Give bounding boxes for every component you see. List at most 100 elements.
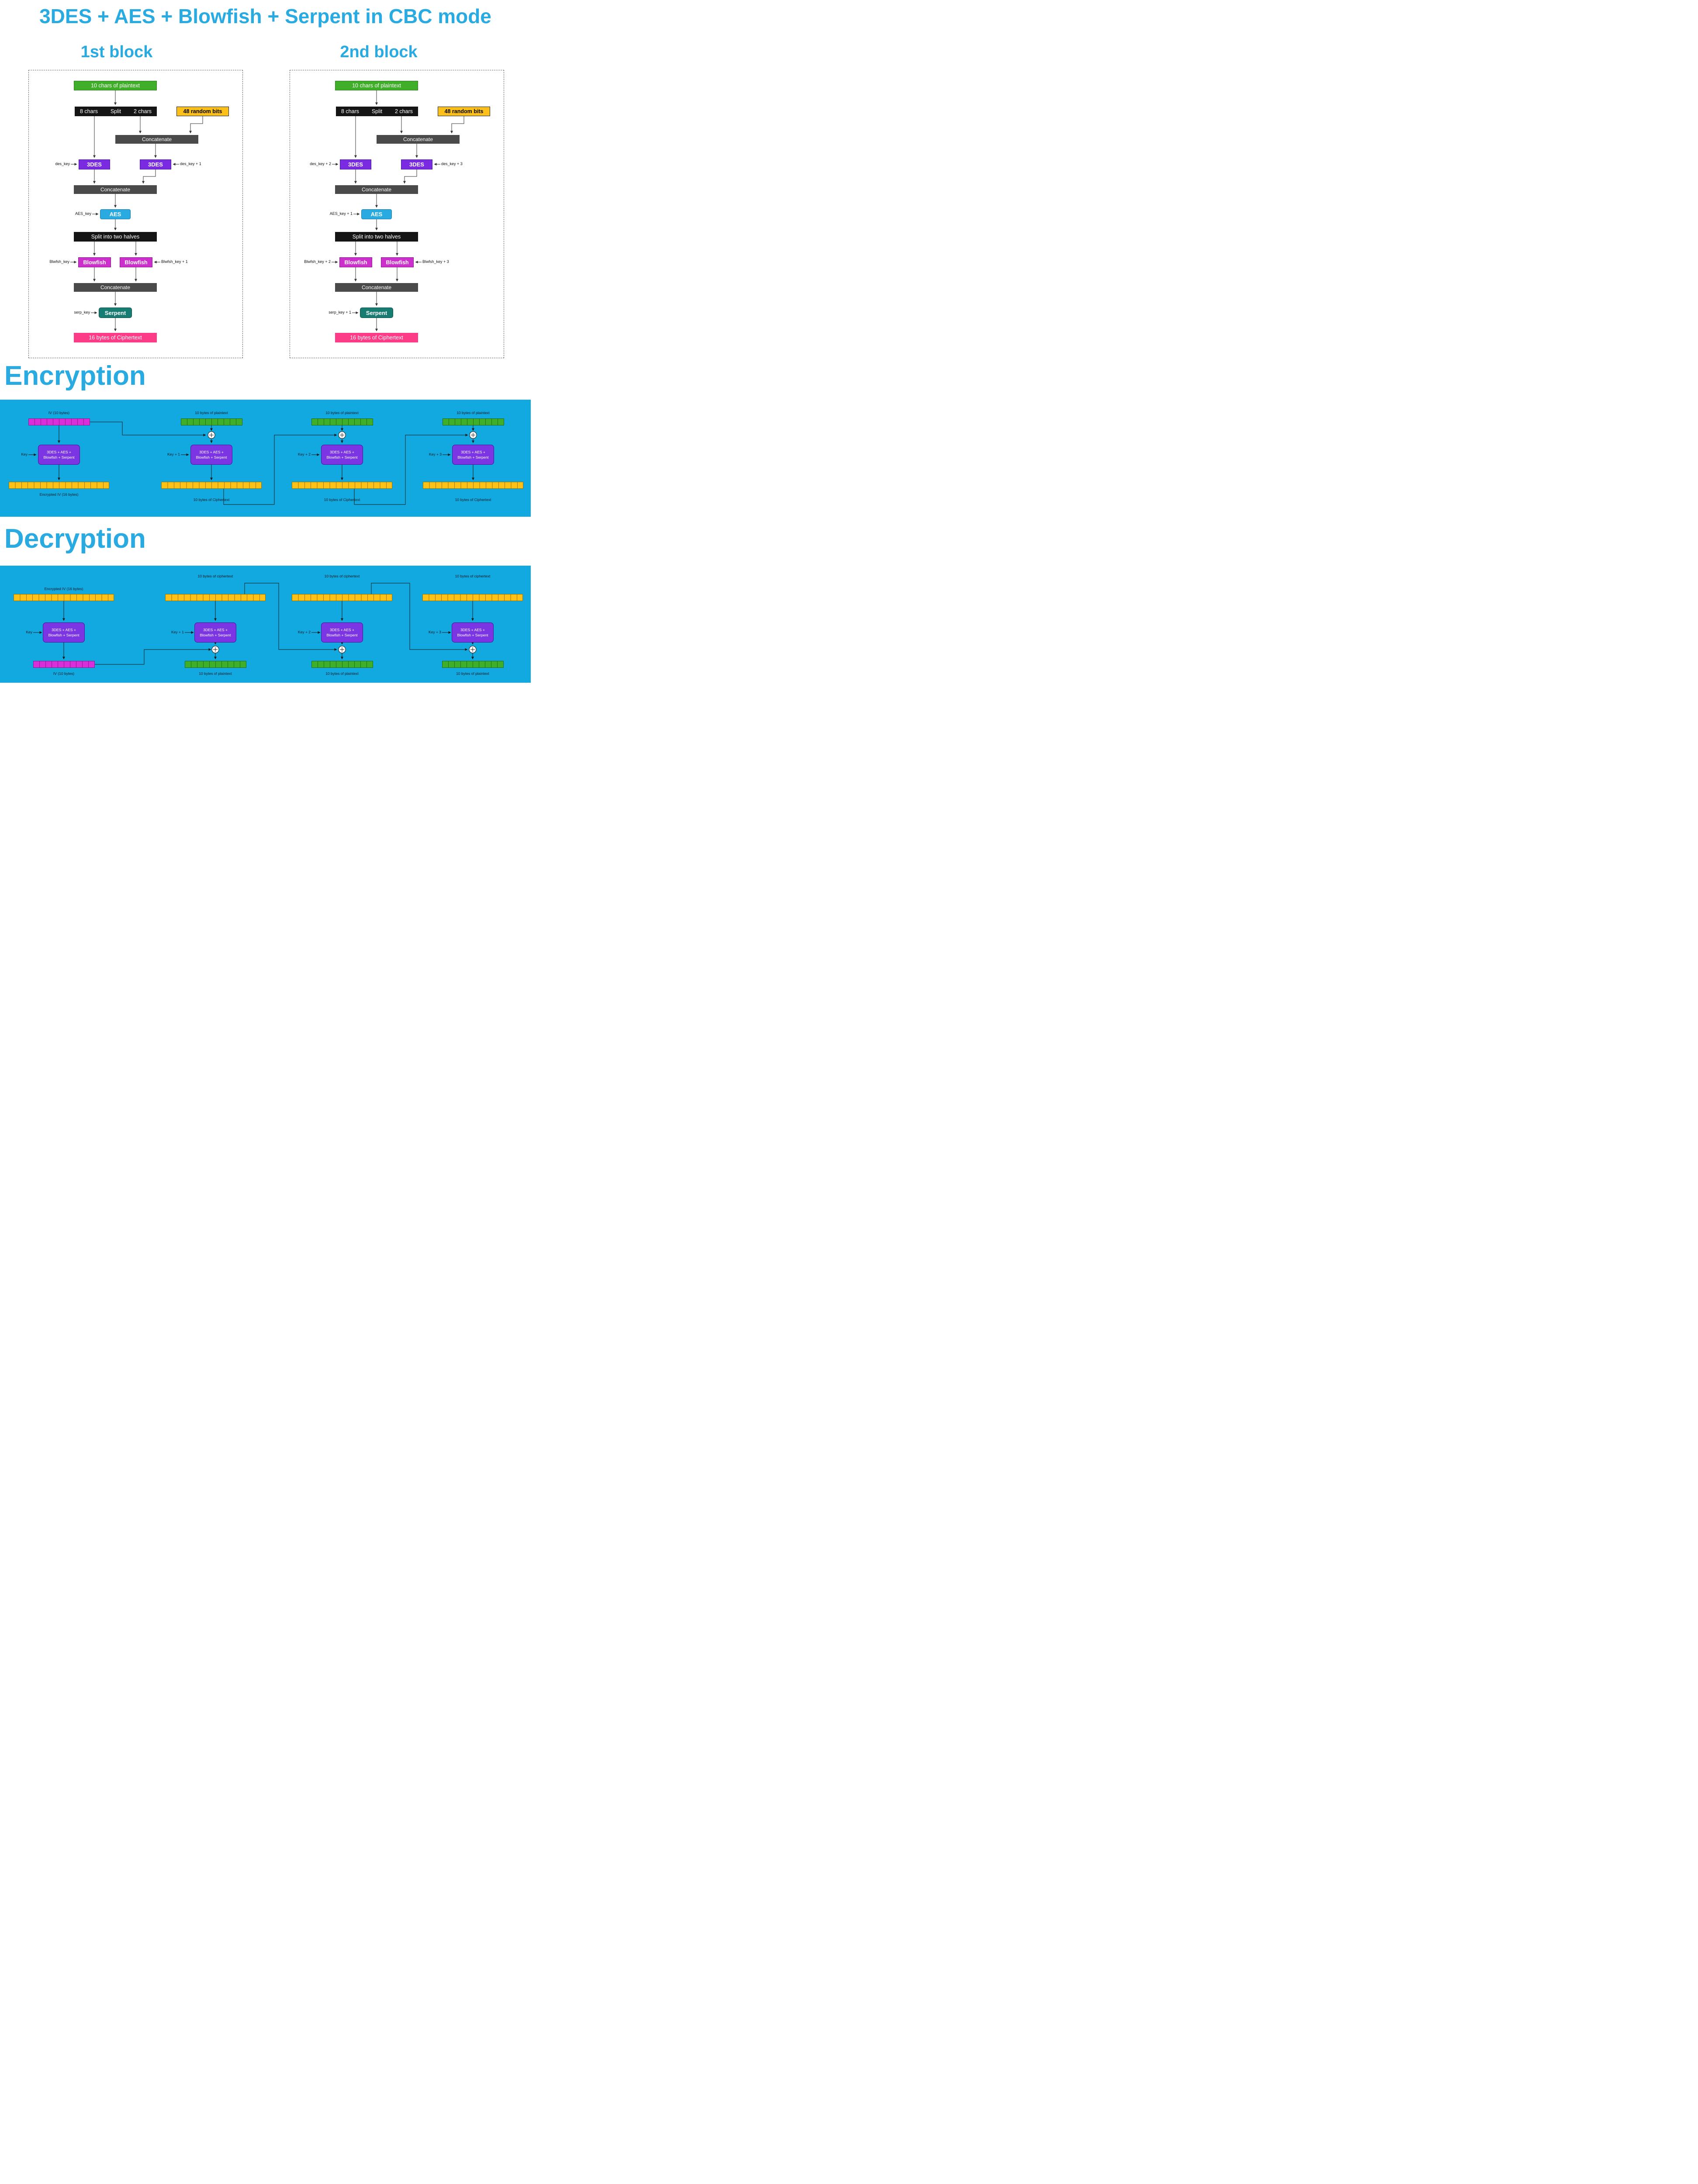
key-label: Key + 2 (297, 452, 311, 456)
plaintext-label: 10 bytes of plaintext (456, 671, 489, 676)
iv-label: IV (10 bytes) (53, 671, 75, 676)
flow-arrows (70, 90, 203, 332)
ciphertext-squares-row (161, 482, 262, 489)
cipher-box: 3DES + AES + Blowfish + Serpent (321, 622, 363, 643)
concatenate-box: Concatenate (74, 283, 157, 292)
des-key-right-label: des_key + 1 (180, 162, 201, 166)
aes-box: AES (361, 209, 392, 219)
3des-box-right: 3DES (401, 159, 432, 169)
cipher-box-line2: Blowfish + Serpent (43, 455, 75, 460)
split-halves-box: Split into two halves (74, 232, 157, 242)
cipher-box-line1: 3DES + AES + (460, 628, 485, 632)
plaintext-label: 10 bytes of plaintext (199, 671, 232, 676)
split-left-label: 8 chars (80, 108, 98, 114)
ciphertext-label: 10 bytes of Ciphertext (455, 498, 491, 502)
cipher-box-line1: 3DES + AES + (52, 628, 76, 632)
des-key-left-label: des_key + 2 (310, 162, 331, 166)
decryption-diagram: Encrypted IV (16 bytes) 3DES + AES + Blo… (0, 566, 531, 683)
key-label: Key (21, 452, 28, 456)
cipher-box-line1: 3DES + AES + (330, 628, 354, 632)
serpent-box: Serpent (360, 308, 393, 318)
ciphertext-label: 10 bytes of ciphertext (324, 574, 360, 578)
encrypted-iv-label: Encrypted IV (16 bytes) (39, 492, 79, 497)
encryption-diagram: IV (10 bytes) 3DES + AES + Blowfish + Se… (0, 400, 531, 517)
cipher-box: 3DES + AES + Blowfish + Serpent (452, 622, 494, 643)
ciphertext-squares-row (292, 594, 392, 601)
split-left-label: 8 chars (341, 108, 359, 114)
ciphertext-label: 10 bytes of ciphertext (197, 574, 233, 578)
des-key-left-label: des_key (55, 162, 70, 166)
xor-icon (338, 431, 346, 439)
xor-icon (469, 646, 477, 653)
split-halves-box: Split into two halves (335, 232, 418, 242)
aes-key-label: AES_key (75, 211, 91, 216)
key-label: Key + 2 (297, 630, 311, 634)
iv-squares-row (33, 661, 95, 668)
xor-icon (469, 431, 477, 439)
blowfish-box-left: Blowfish (78, 257, 111, 267)
cipher-box-line2: Blowfish + Serpent (326, 633, 358, 637)
cipher-box: 3DES + AES + Blowfish + Serpent (38, 445, 80, 465)
cipher-box-line1: 3DES + AES + (203, 628, 228, 632)
cipher-box: 3DES + AES + Blowfish + Serpent (452, 445, 494, 465)
plaintext-squares-row (311, 418, 373, 425)
concatenate-box: Concatenate (115, 135, 198, 144)
ciphertext-squares-row (165, 594, 266, 601)
plaintext-label: 10 bytes of plaintext (195, 411, 228, 415)
cbc-arrows (28, 422, 477, 505)
plaintext-squares-row (443, 418, 504, 425)
cbc-arrows (33, 583, 477, 665)
cipher-box-line1: 3DES + AES + (199, 450, 224, 454)
key-label: Key + 1 (171, 630, 184, 634)
3des-box-left: 3DES (340, 159, 371, 169)
3des-box-right: 3DES (140, 159, 171, 169)
split-label: Split (110, 108, 121, 114)
cipher-box-line2: Blowfish + Serpent (48, 633, 80, 637)
cipher-box-line2: Blowfish + Serpent (326, 455, 358, 460)
concatenate-box: Concatenate (335, 283, 418, 292)
plaintext-box: 10 chars of plaintext (335, 81, 418, 90)
random-bits-box: 48 random bits (176, 107, 229, 116)
diagram-canvas: 3DES + AES + Blowfish + Serpent in CBC m… (0, 0, 531, 683)
cipher-box-line2: Blowfish + Serpent (457, 455, 489, 460)
ciphertext-box: 16 bytes of Ciphertext (74, 333, 157, 342)
plaintext-squares-row (442, 661, 504, 668)
aes-box: AES (100, 209, 131, 219)
xor-icon (211, 646, 219, 653)
concatenate-box: Concatenate (74, 185, 157, 194)
split-box: 8 chars Split 2 chars (75, 107, 157, 116)
first-block-heading: 1st block (80, 43, 153, 61)
cipher-box-line1: 3DES + AES + (461, 450, 485, 454)
iv-squares-row (28, 418, 90, 425)
key-label: Key + 3 (429, 452, 442, 456)
random-bits-box: 48 random bits (438, 107, 490, 116)
plaintext-box: 10 chars of plaintext (74, 81, 157, 90)
split-label: Split (371, 108, 383, 114)
plaintext-label: 10 bytes of plaintext (325, 671, 359, 676)
cipher-box-line2: Blowfish + Serpent (196, 455, 227, 460)
second-block-heading: 2nd block (340, 43, 418, 61)
cipher-box: 3DES + AES + Blowfish + Serpent (321, 445, 363, 465)
blowfish-box-right: Blowfish (120, 257, 152, 267)
plaintext-squares-row (311, 661, 373, 668)
split-right-label: 2 chars (394, 108, 413, 114)
ciphertext-box: 16 bytes of Ciphertext (335, 333, 418, 342)
split-box: 8 chars Split 2 chars (336, 107, 418, 116)
blowfish-key-left-label: Blwfsh_key + 2 (304, 259, 331, 264)
key-label: Key (26, 630, 32, 634)
blowfish-key-left-label: Blwfsh_key (49, 259, 69, 264)
encrypted-iv-squares-row (9, 482, 109, 489)
plaintext-squares-row (185, 661, 246, 668)
encryption-heading: Encryption (4, 361, 146, 391)
concatenate-box: Concatenate (335, 185, 418, 194)
3des-box-left: 3DES (79, 159, 110, 169)
split-right-label: 2 chars (133, 108, 152, 114)
cipher-box-line2: Blowfish + Serpent (200, 633, 231, 637)
ciphertext-squares-row (423, 482, 523, 489)
cipher-box: 3DES + AES + Blowfish + Serpent (194, 622, 236, 643)
key-label: Key + 1 (167, 452, 180, 456)
serpent-key-label: serp_key + 1 (329, 310, 351, 314)
serpent-key-label: serp_key (74, 310, 90, 314)
plaintext-squares-row (181, 418, 242, 425)
ciphertext-label: 10 bytes of Ciphertext (324, 498, 360, 502)
